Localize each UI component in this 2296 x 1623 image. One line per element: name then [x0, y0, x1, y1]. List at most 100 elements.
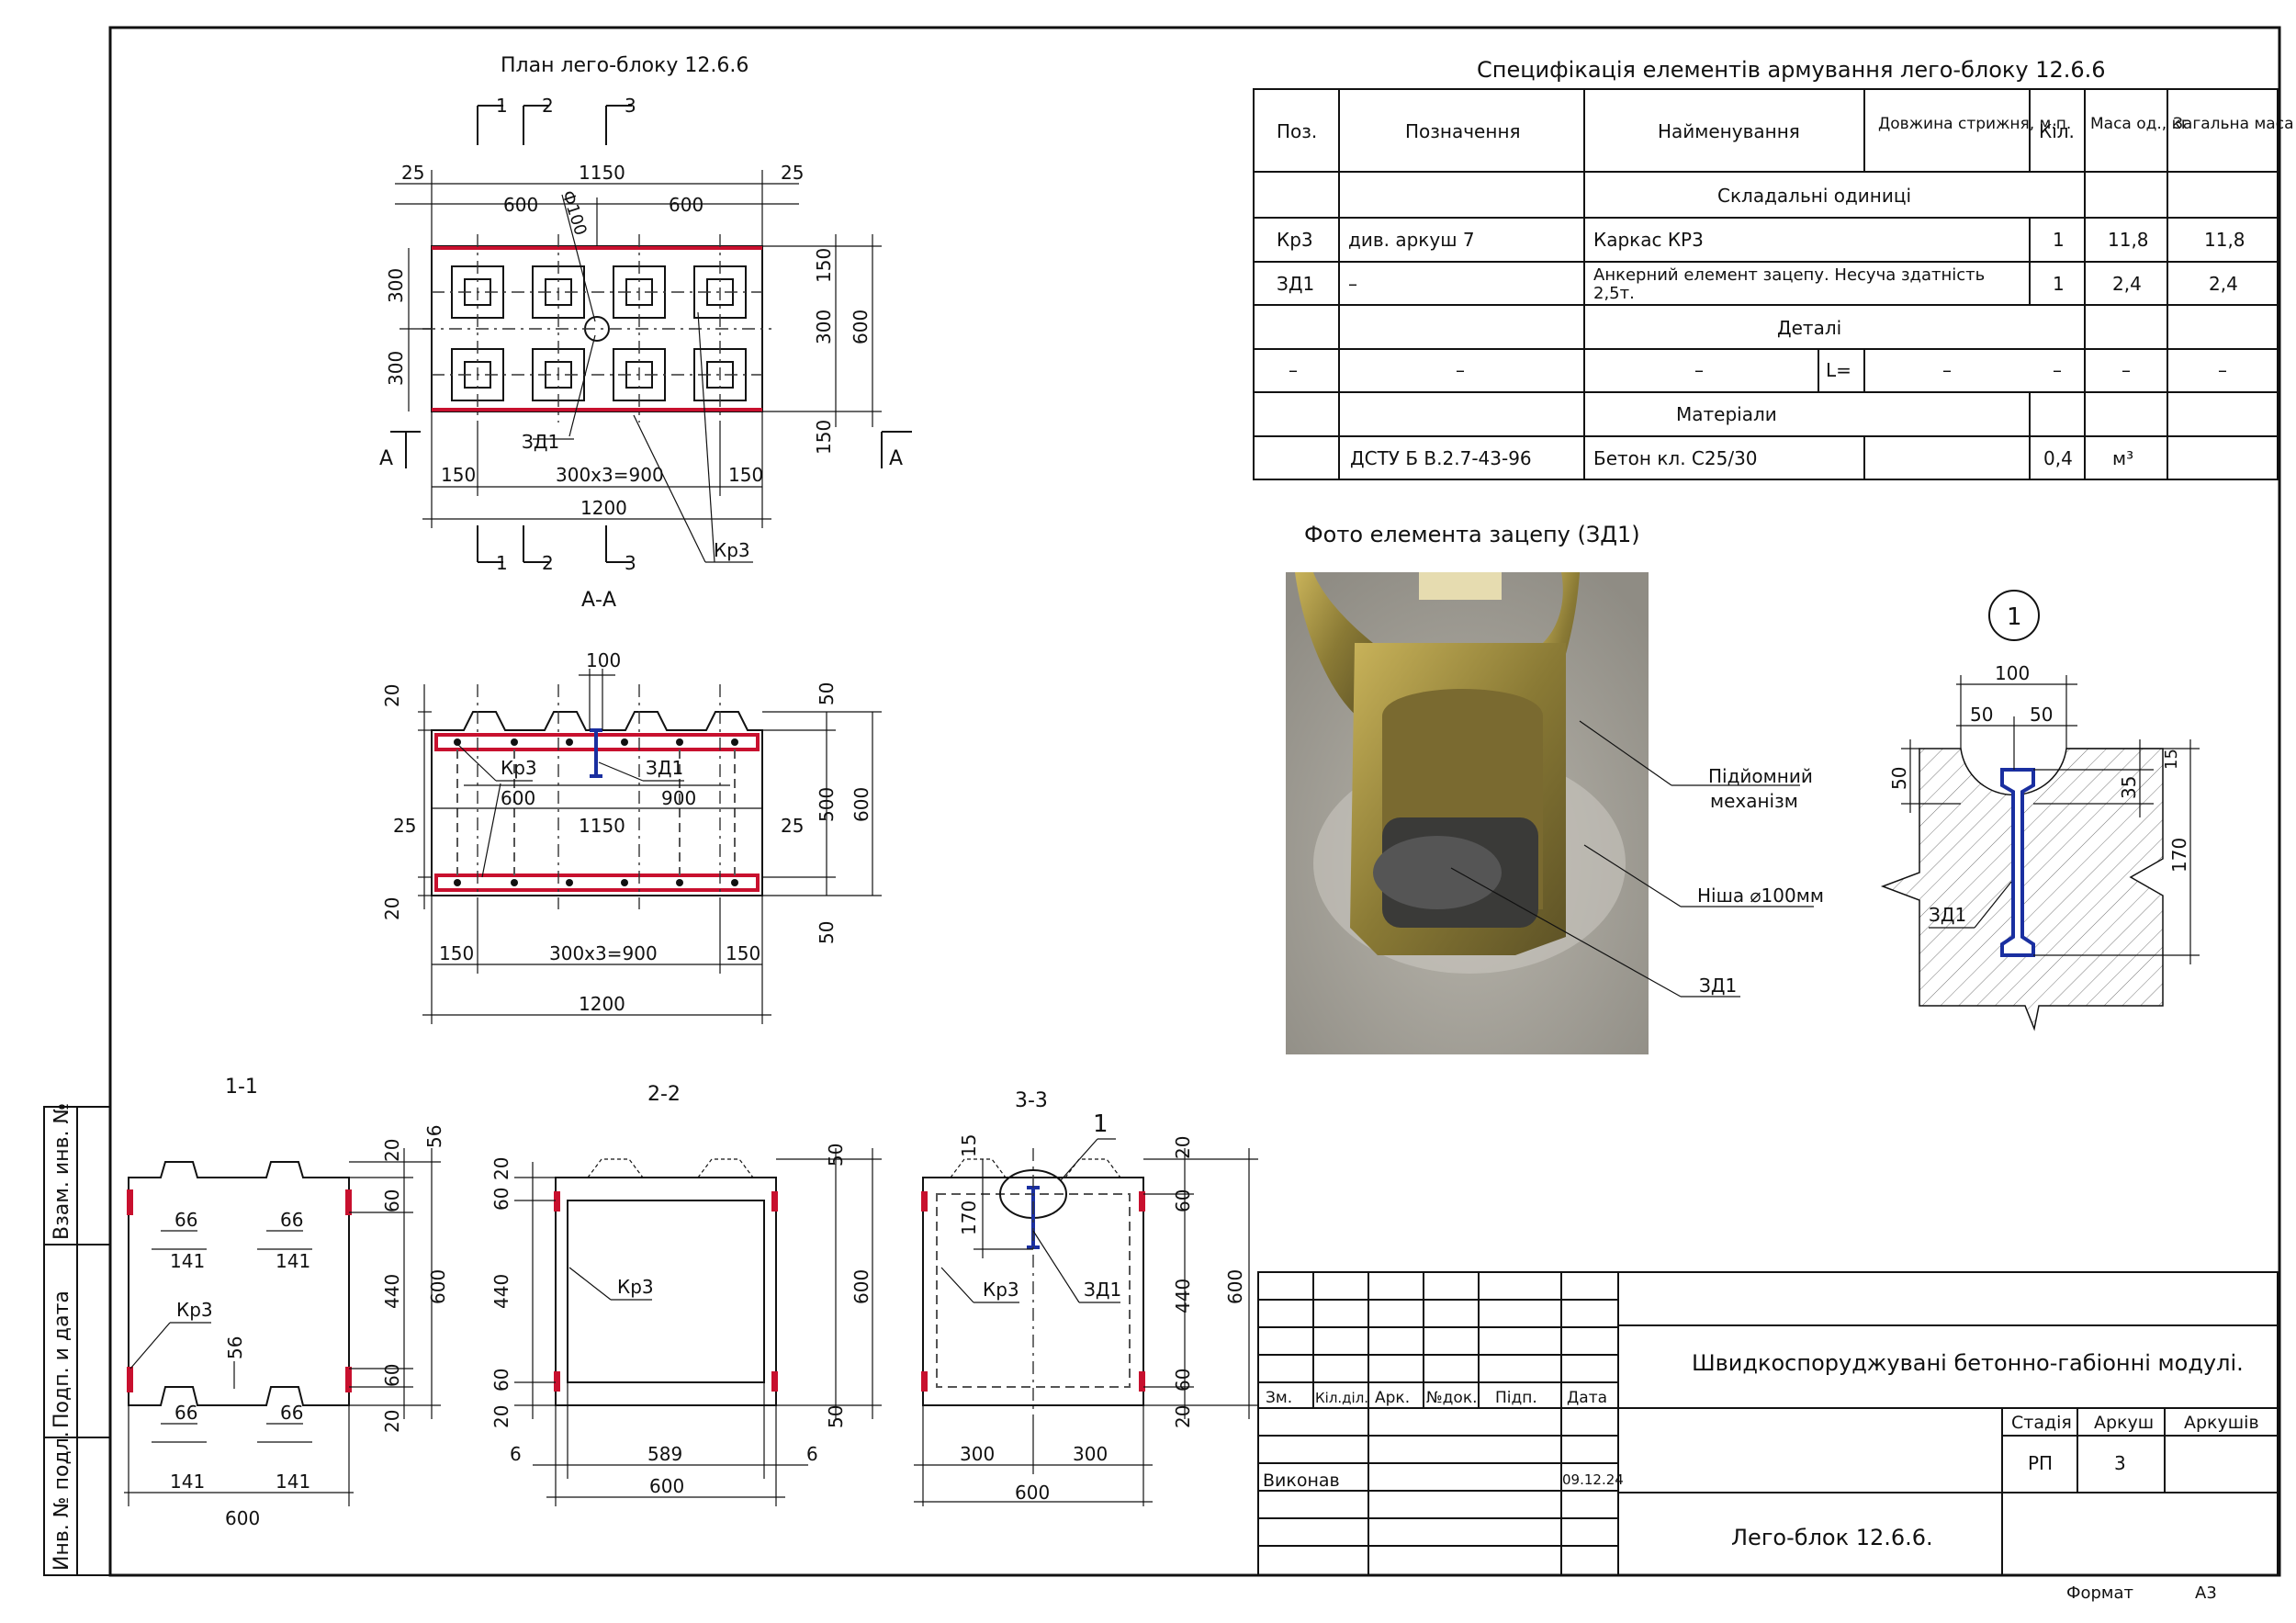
stamp-col-doc: №док. [1426, 1389, 1478, 1407]
plan-dim-150r1: 150 [813, 248, 835, 283]
s11-dim-141b: 141 [276, 1250, 310, 1272]
s11-dim-20: 20 [381, 1139, 403, 1162]
plan-dim-300a: 300 [385, 268, 407, 303]
detail-1: 1 100 50 50 50 15 35 170 ЗД1 [1880, 590, 2200, 1031]
spec-r3-total: – [2218, 359, 2227, 381]
stamp-stage: РП [2028, 1452, 2053, 1474]
aa-dim-600r: 600 [850, 787, 872, 822]
photo-lead-niche: Ніша ⌀100мм [1697, 885, 1824, 907]
s33-dim-600: 600 [1015, 1482, 1050, 1504]
stamp-col-zm: Зм. [1266, 1389, 1292, 1407]
section-aa: А-А [381, 589, 882, 1024]
plan-title: План лего-блоку 12.6.6 [501, 54, 748, 77]
stamp-project: Швидкоспоруджувані бетонно-габіонні моду… [1692, 1350, 2244, 1376]
s33-dim-440: 440 [1172, 1279, 1194, 1313]
detail-num: 1 [2007, 603, 2022, 631]
aa-dim-600: 600 [501, 787, 535, 809]
plan-dim-150r2: 150 [813, 420, 835, 455]
stamp-name: Лего-блок 12.6.6. [1731, 1525, 1933, 1550]
s22-block-outline [555, 1177, 777, 1406]
stamp-stage-h: Стадія [2011, 1413, 2072, 1433]
spec-title: Специфікація елементів армування лего-бл… [1477, 57, 2106, 83]
detail-dim-50a: 50 [1970, 704, 1993, 726]
aa-dim-1150: 1150 [579, 815, 625, 837]
plan-view: План лего-блоку 12.6.6 1 2 3 1 2 3 [379, 54, 912, 574]
plan-dim-300b: 300 [385, 351, 407, 386]
plan-dim-150b1: 150 [441, 464, 476, 486]
s33-dim-600r: 600 [1224, 1269, 1246, 1304]
spec-group-assemblies: Складальні одиниці [1717, 185, 1911, 207]
s33-dim-15: 15 [958, 1134, 980, 1157]
s22-dim-60a: 60 [490, 1188, 512, 1211]
aa-dim-150r: 150 [726, 942, 760, 964]
spec-r3-pos: – [1289, 359, 1298, 381]
aa-title: А-А [581, 589, 616, 612]
photo-lead-zd1: ЗД1 [1699, 975, 1737, 997]
s22-dim-589: 589 [647, 1443, 682, 1465]
plan-sec-3-top: 3 [625, 95, 636, 117]
s22-label-kr3: Кр3 [617, 1276, 654, 1298]
plan-dim-25b: 25 [781, 162, 804, 184]
spec-h-mass: Маса од., кг [2090, 115, 2189, 133]
section-11: 1-1 66 141 66 141 66 141 66 141 20 56 [124, 1076, 449, 1529]
detail-dim-50l: 50 [1888, 767, 1910, 790]
plan-dim-1200: 1200 [580, 497, 627, 519]
s33-dim-300r: 300 [1073, 1443, 1108, 1465]
spec-r2-pos: ЗД1 [1277, 273, 1314, 295]
side-stamp: Взам. инв. № Подп. и дата Инв. № подл. [43, 1103, 111, 1576]
plan-dim-1150: 1150 [579, 162, 625, 184]
s22-dim-6r: 6 [806, 1443, 818, 1465]
spec-r4-ref: ДСТУ Б В.2.7-43-96 [1350, 447, 1532, 469]
aa-dim-150l: 150 [439, 942, 474, 964]
photo-image [1286, 572, 1649, 1054]
s11-block-outline [128, 1161, 350, 1406]
stamp-sheet: 3 [2114, 1452, 2126, 1474]
spec-group-details: Деталі [1777, 317, 1841, 339]
spec-r2-ref: – [1348, 273, 1357, 295]
aa-label-kr3: Кр3 [501, 757, 537, 779]
side-label-a: Взам. инв. № [51, 1103, 73, 1240]
spec-r4-name: Бетон кл. С25/30 [1593, 447, 1758, 469]
footer-format: Формат [2066, 1584, 2133, 1603]
detail-dim-50b: 50 [2030, 704, 2053, 726]
s11-dim-66a: 66 [174, 1209, 197, 1231]
s33-dim-170: 170 [958, 1200, 980, 1235]
spec-r1-pos: Кр3 [1277, 229, 1313, 251]
section-33: 3-3 1 15 170 20 60 440 60 20 600 300 [914, 1089, 1258, 1506]
section-22: 2-2 20 60 440 60 20 50 600 50 6 589 6 60… [490, 1083, 882, 1506]
stamp-sheets-h: Аркушів [2184, 1413, 2259, 1433]
side-label-b: Подп. и дата [51, 1291, 73, 1428]
s33-dim-60b: 60 [1172, 1369, 1194, 1392]
spec-h-ref: Позначення [1405, 120, 1521, 142]
s33-dim-60a: 60 [1172, 1189, 1194, 1212]
s11-dim-141a: 141 [170, 1250, 205, 1272]
detail-dim-100: 100 [1995, 662, 2030, 684]
plan-dim-25a: 25 [401, 162, 424, 184]
s33-label-kr3: Кр3 [983, 1279, 1019, 1301]
s11-dim-56m: 56 [224, 1336, 246, 1359]
plan-sec-a-left: А [379, 447, 393, 470]
stamp-date: 09.12.24 [1562, 1471, 1624, 1488]
photo-lead-lift-a: Підйомний [1708, 765, 1813, 787]
s33-title: 3-3 [1015, 1089, 1048, 1112]
spec-r3-name: – [1694, 359, 1704, 381]
spec-r1-name: Каркас КР3 [1593, 229, 1704, 251]
aa-block-outline [431, 711, 763, 896]
spec-h-qty: Кіл. [2039, 120, 2075, 142]
s33-label-zd1: ЗД1 [1084, 1279, 1121, 1301]
spec-r2-name1: Анкерний елемент зацепу. Несуча здатніст… [1593, 265, 1985, 285]
aa-dim-1200: 1200 [579, 993, 625, 1015]
plan-sec-3-bot: 3 [625, 552, 636, 574]
spec-r2-mass: 2,4 [2112, 273, 2142, 295]
s11-dim-66d: 66 [280, 1402, 303, 1424]
photo-lead-lift-b: механізм [1710, 790, 1798, 812]
aa-dim-500: 500 [816, 787, 838, 822]
plan-dim-150b2: 150 [728, 464, 763, 486]
s11-dim-20b: 20 [381, 1410, 403, 1433]
s22-dim-6l: 6 [510, 1443, 522, 1465]
s11-dim-66c: 66 [174, 1402, 197, 1424]
spec-r4-qty: 0,4 [2043, 447, 2073, 469]
spec-r2-name2: 2,5т. [1593, 284, 1635, 303]
title-block: Зм. Кіл.діл. Арк. №док. Підп. Дата Швидк… [1257, 1271, 2279, 1576]
